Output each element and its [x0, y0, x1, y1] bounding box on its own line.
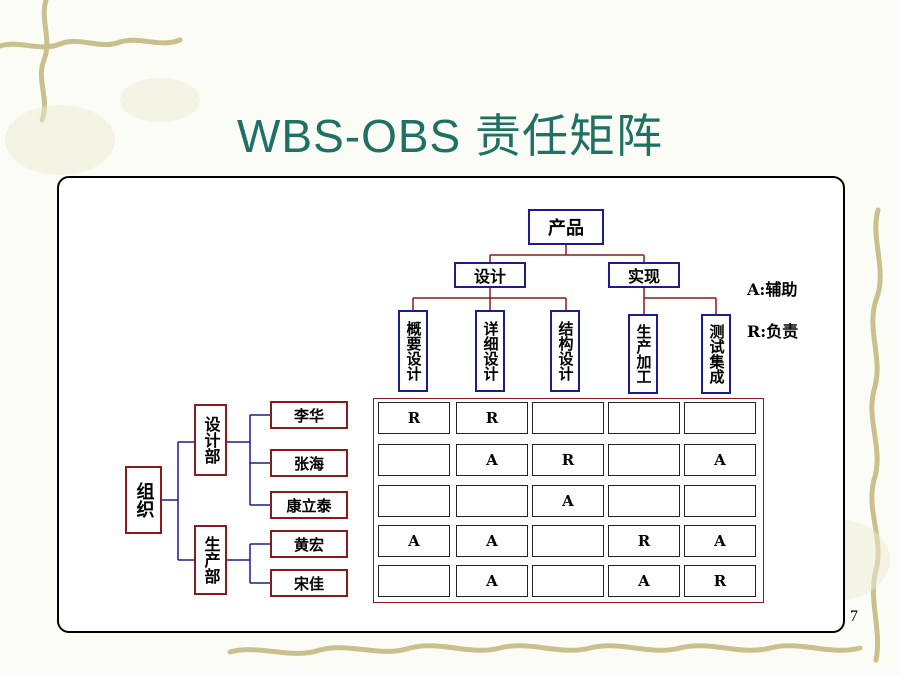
obs-person-song-jia: 宋佳	[270, 569, 348, 597]
legend-assist: A:辅助	[747, 280, 798, 299]
wbs-node-testing-integration: 测试集成	[701, 314, 731, 394]
matrix-cell-r3-c5	[684, 485, 756, 517]
obs-person-li-hua: 李华	[270, 401, 348, 429]
page-number: 7	[850, 608, 858, 625]
wbs-node-detailed-design: 详细设计	[475, 310, 505, 392]
matrix-cell-r3-c3: A	[532, 485, 604, 517]
matrix-cell-r5-c5: R	[684, 565, 756, 597]
legend-responsible: R:负责	[747, 322, 799, 341]
matrix-cell-r4-c1: A	[378, 525, 450, 557]
obs-dept-design: 设计部	[194, 404, 227, 476]
matrix-cell-r1-c5	[684, 402, 756, 434]
matrix-cell-r1-c4	[608, 402, 680, 434]
obs-person-huang-hong: 黄宏	[270, 530, 348, 558]
matrix-cell-r2-c5: A	[684, 444, 756, 476]
matrix-cell-r3-c1	[378, 485, 450, 517]
matrix-cell-r5-c3	[532, 565, 604, 597]
matrix-cell-r2-c1	[378, 444, 450, 476]
matrix-cell-r2-c2: A	[456, 444, 528, 476]
matrix-cell-r1-c1: R	[378, 402, 450, 434]
matrix-cell-r2-c4	[608, 444, 680, 476]
matrix-cell-r3-c4	[608, 485, 680, 517]
matrix-cell-r4-c2: A	[456, 525, 528, 557]
obs-dept-production: 生产部	[194, 525, 227, 595]
matrix-cell-r1-c2: R	[456, 402, 528, 434]
wbs-node-production: 生产加工	[628, 314, 658, 394]
matrix-cell-r2-c3: R	[532, 444, 604, 476]
slide-title: WBS-OBS 责任矩阵	[236, 110, 664, 162]
matrix-cell-r4-c3	[532, 525, 604, 557]
wbs-node-structure-design: 结构设计	[550, 310, 580, 392]
wbs-root-node: 产品	[528, 209, 604, 245]
matrix-cell-r3-c2	[456, 485, 528, 517]
wbs-node-design: 设计	[454, 262, 526, 288]
obs-root-node: 组织	[125, 466, 162, 534]
matrix-cell-r5-c1	[378, 565, 450, 597]
obs-person-zhang-hai: 张海	[270, 449, 348, 477]
matrix-cell-r5-c2: A	[456, 565, 528, 597]
wbs-node-implementation: 实现	[608, 262, 680, 288]
wbs-node-outline-design: 概要设计	[398, 310, 428, 392]
matrix-cell-r4-c5: A	[684, 525, 756, 557]
matrix-cell-r5-c4: A	[608, 565, 680, 597]
matrix-cell-r1-c3	[532, 402, 604, 434]
obs-person-kang-litai: 康立泰	[270, 491, 348, 519]
matrix-cell-r4-c4: R	[608, 525, 680, 557]
